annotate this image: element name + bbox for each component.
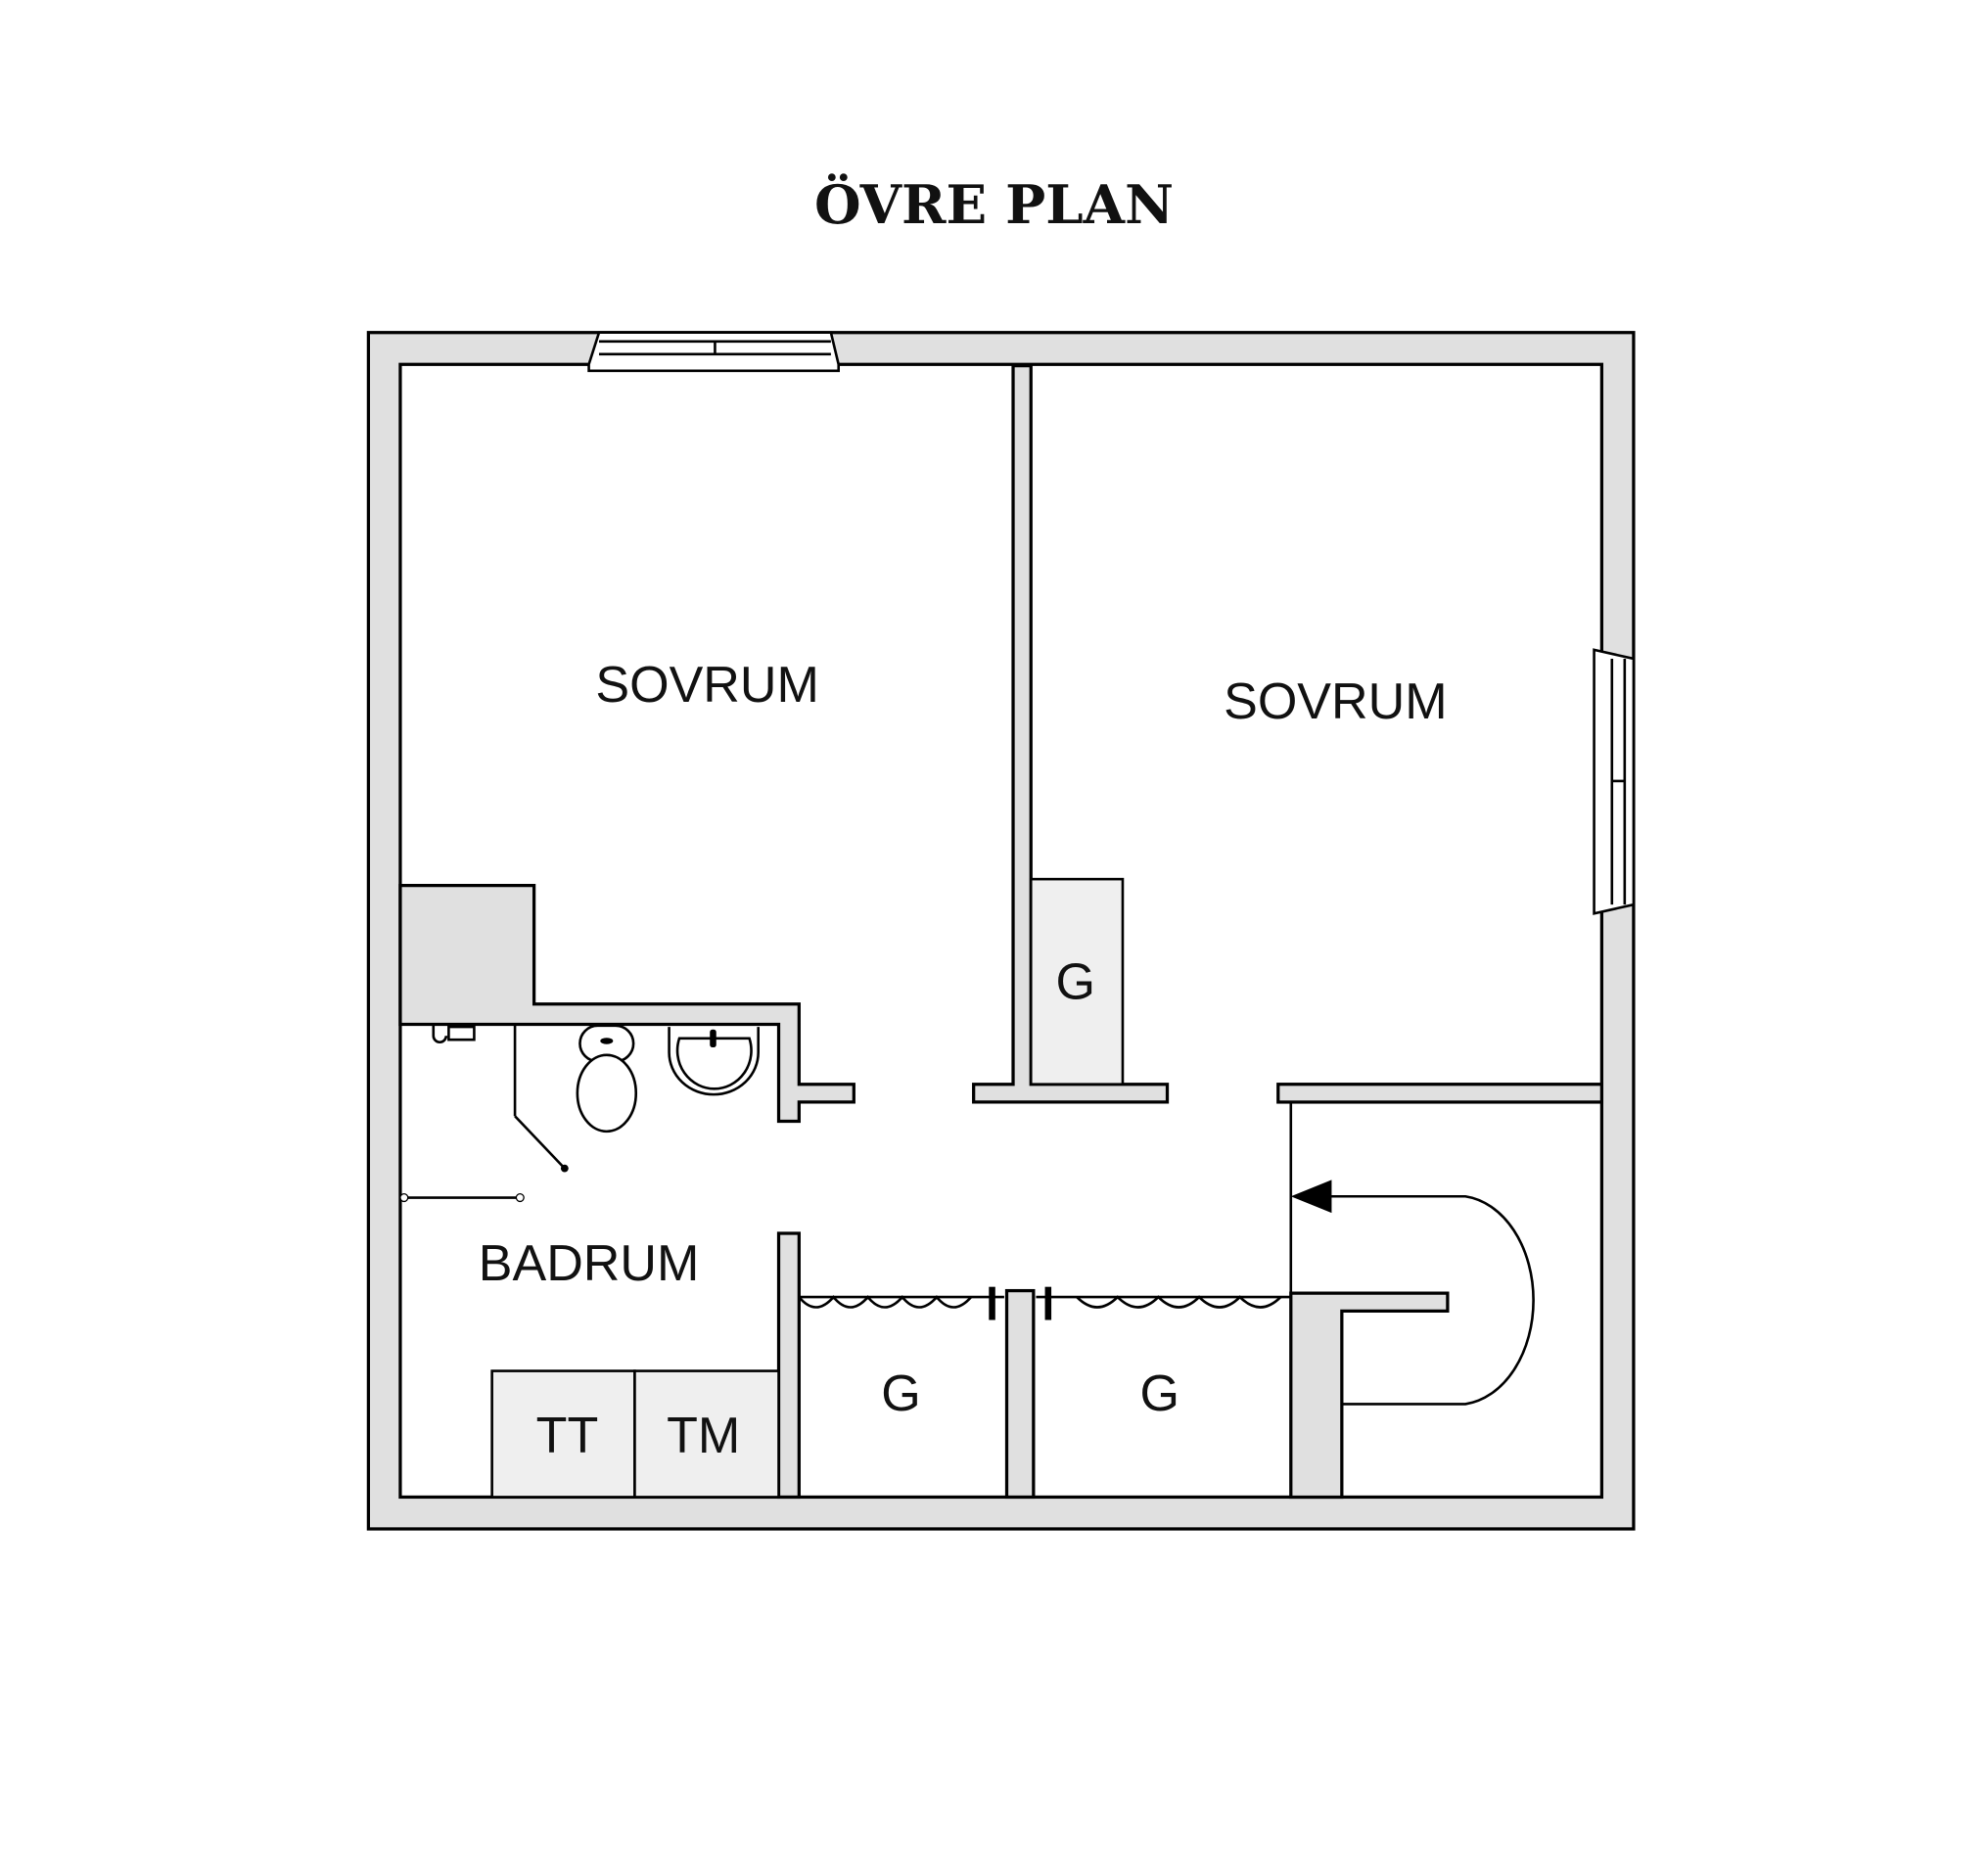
label-bedroom-left: SOVRUM [595,657,818,714]
label-dryer: TT [536,1408,599,1464]
label-bedroom-right: SOVRUM [1224,673,1447,730]
stair-arrow [1290,1179,1535,1406]
window-right [1593,648,1636,915]
bathroom-wall [398,884,855,1124]
toilet [576,1024,638,1133]
closet-divider-wall [1004,1288,1036,1500]
bedroom-divider-wall [972,363,1170,1104]
bathroom-closet-wall [776,1231,801,1500]
label-closet-hall-left: G [881,1365,920,1422]
plan-title: ÖVRE PLAN [814,173,1174,236]
label-bathroom: BADRUM [479,1235,700,1292]
label-closet-bedroom: G [1056,953,1095,1010]
window-top [587,331,840,373]
interior [398,362,1604,1500]
hall-wall-right [1276,1083,1604,1104]
dryer [490,1369,636,1499]
arrow-icon [1290,1179,1332,1214]
label-closet-hall-right: G [1139,1365,1179,1422]
label-washer: TM [667,1408,740,1464]
closet-bedroom [1029,877,1125,1087]
washer [633,1369,780,1499]
shower [399,1025,569,1203]
wardrobe-doors [798,1286,1291,1320]
stair-wall [1289,1291,1450,1500]
sink [668,1027,760,1096]
